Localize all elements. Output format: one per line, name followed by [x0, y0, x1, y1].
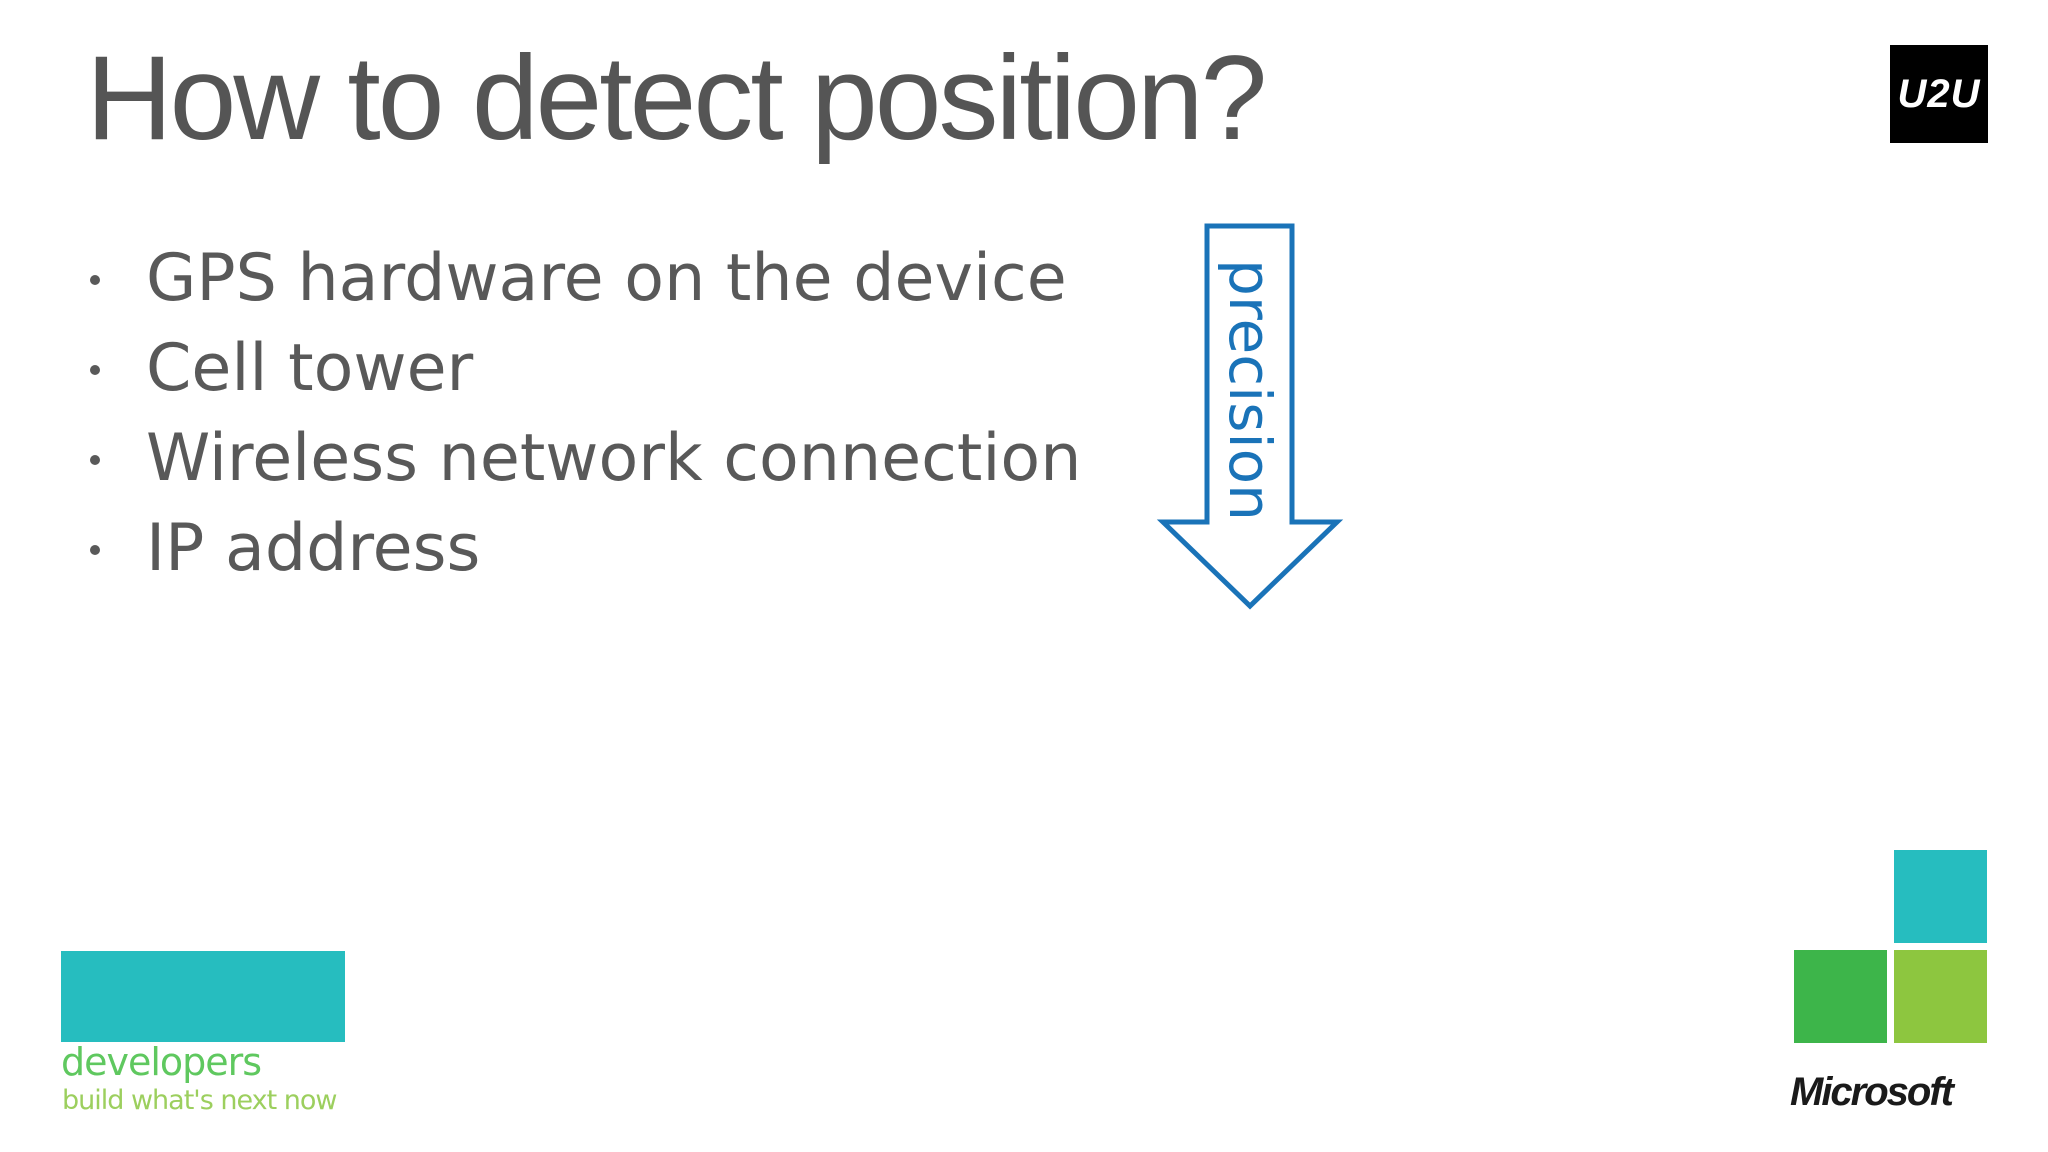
u2u-logo: U2U: [1890, 45, 1988, 143]
bullet-text: GPS hardware on the device: [146, 241, 1067, 316]
bullet-text: IP address: [146, 511, 481, 586]
arrow-label: precision: [1216, 259, 1284, 521]
bullet-item: IP address: [84, 504, 1081, 594]
bullet-item: Wireless network connection: [84, 414, 1081, 504]
developers-logo-tagline: build what's next now: [62, 1085, 337, 1116]
bullet-dot-icon: [90, 545, 100, 555]
developers-logo-word: developers: [61, 1040, 262, 1084]
microsoft-logo: Microsoft: [1790, 1070, 1954, 1114]
microsoft-logo-tile-teal: [1894, 850, 1987, 943]
bullet-dot-icon: [90, 365, 100, 375]
slide-title: How to detect position?: [86, 31, 1267, 165]
bullet-dot-icon: [90, 455, 100, 465]
bullet-list: GPS hardware on the device Cell tower Wi…: [84, 234, 1081, 594]
developers-logo-block: [61, 951, 345, 1042]
microsoft-logo-tile-green: [1794, 950, 1887, 1043]
bullet-item: Cell tower: [84, 324, 1081, 414]
down-arrow-icon: [1156, 223, 1344, 610]
bullet-text: Wireless network connection: [146, 421, 1082, 496]
bullet-text: Cell tower: [146, 331, 474, 406]
bullet-dot-icon: [90, 275, 100, 285]
down-arrow-shape: [1156, 223, 1344, 610]
microsoft-logo-tile-lime: [1894, 950, 1987, 1043]
bullet-item: GPS hardware on the device: [84, 234, 1081, 324]
